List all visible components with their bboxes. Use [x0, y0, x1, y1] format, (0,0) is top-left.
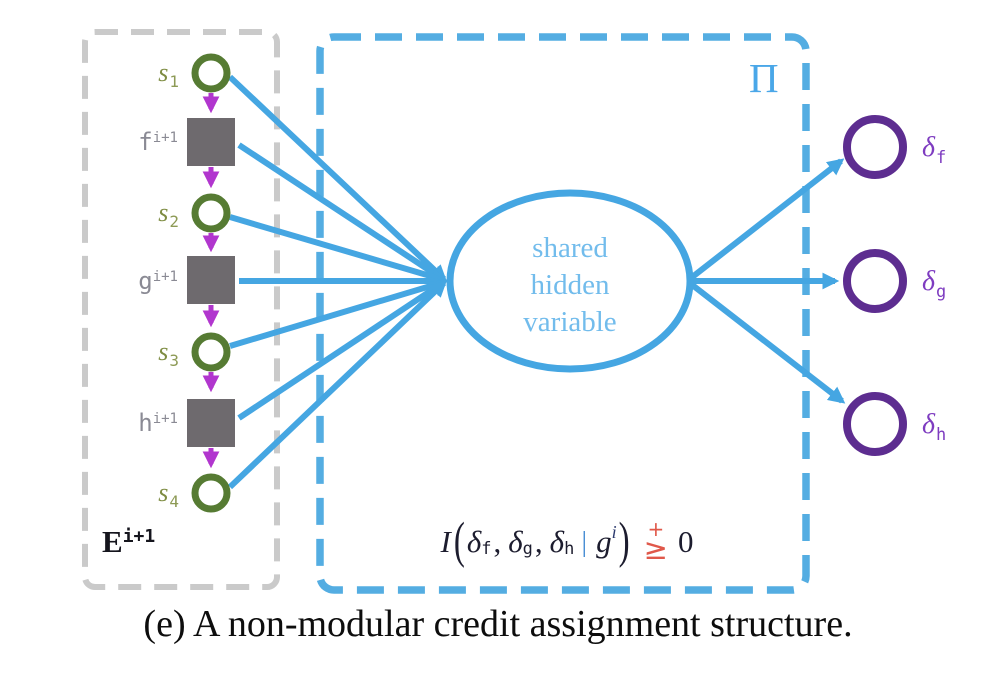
- label-delta-f: δf: [922, 132, 946, 168]
- credit-arrow-s1: [227, 74, 448, 282]
- label-s3-base: s: [158, 337, 169, 366]
- formula-delta-f: δ: [466, 524, 482, 559]
- encoder-box-label-sup: i+1: [122, 526, 156, 547]
- label-g-base: g: [138, 267, 153, 295]
- label-h-sup: i+1: [152, 411, 178, 427]
- formula-geq-icon: ≥: [643, 532, 668, 566]
- formula-delta-f-sub: f: [481, 539, 492, 559]
- credit-arrow-s2: [229, 214, 449, 285]
- label-delta-h-sub: h: [936, 425, 947, 445]
- label-f-sup: i+1: [152, 130, 178, 146]
- label-s2-base: s: [158, 198, 169, 227]
- label-s1-base: s: [158, 58, 169, 87]
- figure-caption: (e) A non-modular credit assignment stru…: [143, 603, 853, 645]
- label-delta-g-base: δ: [922, 266, 936, 297]
- formula-delta-g: δ: [508, 524, 523, 559]
- label-s4-base: s: [158, 478, 169, 507]
- converging-credit-arrows: [227, 74, 449, 490]
- formula-delta-h-sub: h: [564, 539, 575, 559]
- label-delta-g-sub: g: [936, 282, 947, 302]
- formula-rhs: 0: [677, 524, 694, 559]
- credit-arrow-s4: [227, 280, 448, 490]
- arrow-to-delta-f: [689, 158, 845, 281]
- formula-delta-g-sub: g: [522, 539, 533, 559]
- state-circle-s3: [191, 332, 231, 372]
- label-f: fi+1: [94, 128, 178, 156]
- label-s2: s2: [94, 198, 179, 231]
- function-squares: [187, 118, 235, 447]
- formula-given-sup: i: [611, 521, 617, 542]
- formula-close-paren: ): [618, 513, 630, 570]
- state-circle-s2: [191, 193, 231, 233]
- label-s3-sub: 3: [169, 351, 179, 370]
- output-circle-delta-f: [843, 115, 907, 179]
- ellipse-text-line2: hidden: [530, 269, 610, 301]
- label-g-sup: i+1: [152, 269, 178, 285]
- function-square-f: [187, 118, 235, 166]
- arrow-to-delta-h: [689, 281, 846, 404]
- credit-arrow-h: [237, 279, 448, 421]
- state-circle-s4: [191, 473, 231, 513]
- label-s4-sub: 4: [169, 492, 179, 511]
- diagram-canvas: [82, 29, 907, 594]
- label-s3: s3: [94, 337, 179, 370]
- credit-arrow-f: [237, 142, 448, 283]
- output-circle-delta-h: [843, 392, 907, 456]
- credit-arrow-s3: [229, 277, 449, 349]
- label-delta-h: δh: [922, 409, 946, 445]
- label-h-base: h: [138, 409, 153, 437]
- diverging-credit-arrows: [689, 158, 846, 404]
- label-h: hi+1: [94, 409, 178, 437]
- encoder-box-label-base: E: [102, 524, 123, 559]
- formula-relation-plus: +: [647, 517, 665, 541]
- label-s2-sub: 2: [169, 212, 179, 231]
- shared-hidden-variable-text: shared hidden variable: [460, 230, 680, 341]
- label-g: gi+1: [94, 267, 178, 295]
- formula-open-paren: (: [453, 513, 465, 570]
- output-circles: [843, 115, 907, 456]
- formula-given-g: g: [596, 524, 612, 559]
- output-circle-delta-g: [843, 249, 907, 313]
- encoder-dashed-box: [82, 29, 280, 590]
- ellipse-text-line3: variable: [523, 306, 617, 338]
- state-circles: [191, 53, 231, 513]
- formula-conditioning-bar: |: [581, 525, 588, 558]
- function-square-g: [187, 256, 235, 304]
- label-delta-f-base: δ: [922, 132, 936, 163]
- formula-comma-2: ,: [534, 524, 543, 559]
- label-s4: s4: [94, 478, 179, 511]
- formula-relation: +≥: [643, 517, 668, 566]
- label-s1-sub: 1: [169, 72, 179, 91]
- formula-comma-1: ,: [493, 524, 502, 559]
- label-f-base: f: [138, 128, 153, 156]
- ellipse-text-line1: shared: [532, 232, 608, 264]
- function-square-h: [187, 399, 235, 447]
- label-delta-g: δg: [922, 266, 946, 302]
- label-delta-f-sub: f: [936, 148, 947, 168]
- encoder-box-label: Ei+1: [102, 524, 155, 560]
- label-delta-h-base: δ: [922, 409, 936, 440]
- policy-dashed-box: [316, 33, 810, 594]
- formula-func: I: [440, 524, 451, 559]
- shared-hidden-variable-ellipse: [446, 189, 694, 373]
- formula-delta-h: δ: [549, 524, 565, 559]
- label-s1: s1: [94, 58, 179, 91]
- policy-box-label: Π: [749, 55, 779, 101]
- state-circle-s1: [191, 53, 231, 93]
